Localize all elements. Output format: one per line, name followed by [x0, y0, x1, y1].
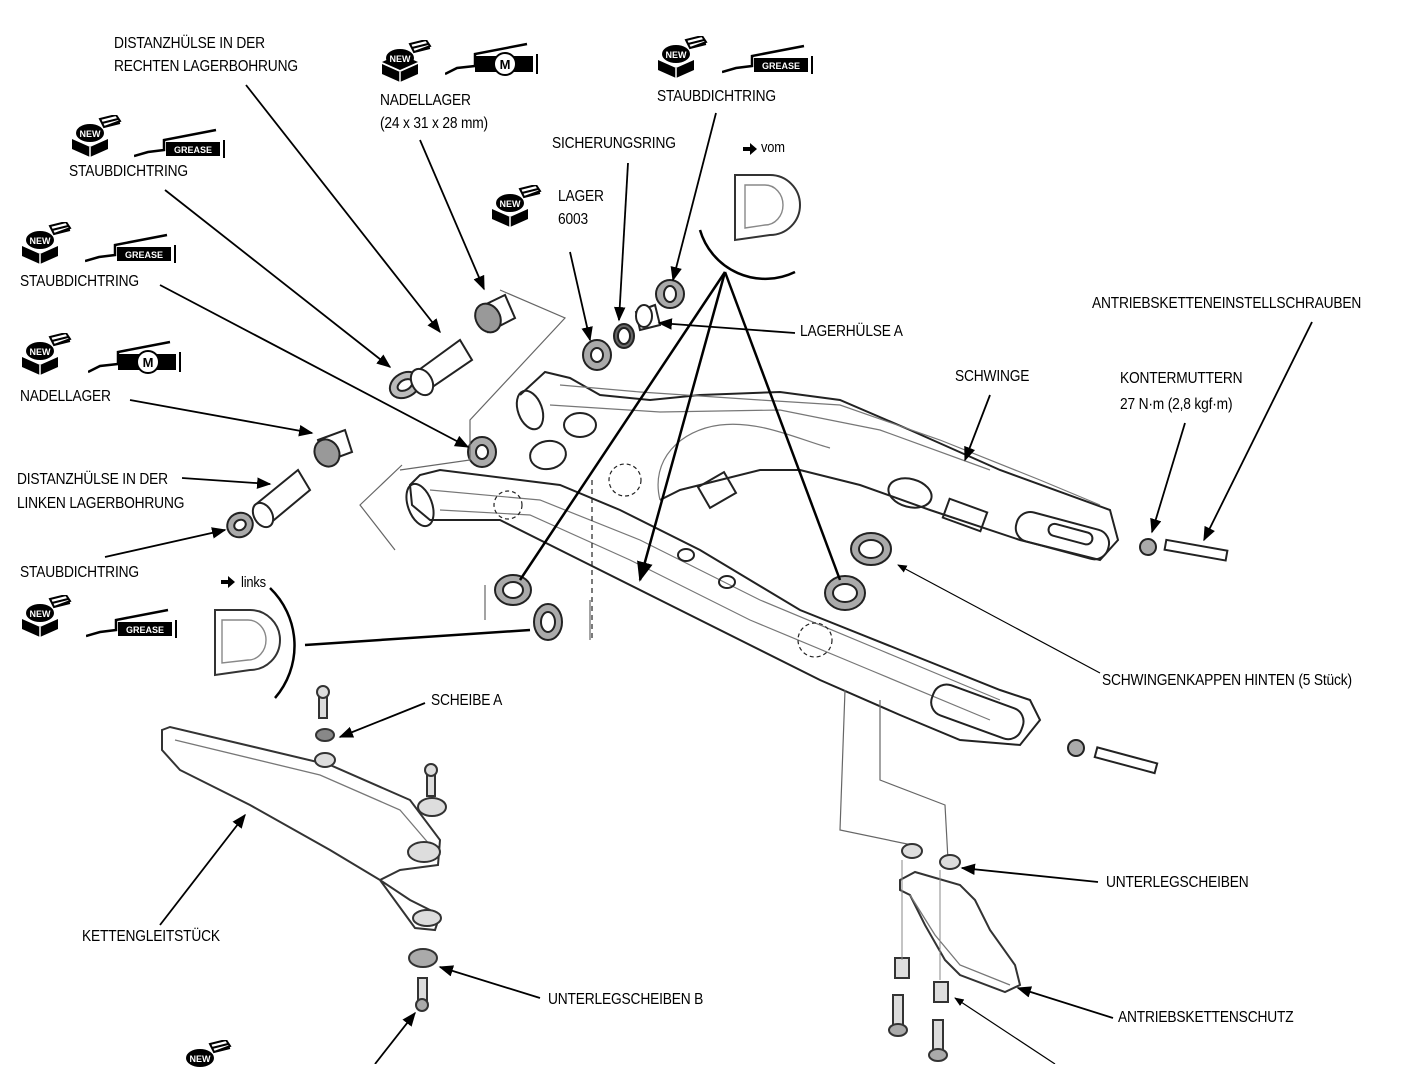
label-schwinge: SCHWINGE [955, 368, 1030, 385]
label-kettengleitstueck: KETTENGLEITSTÜCK [82, 928, 220, 945]
front-arrow-icon [743, 143, 757, 155]
svg-text:M: M [143, 355, 154, 370]
svg-text:GREASE: GREASE [762, 61, 800, 71]
label-distanzhuelse-rechts-line2: RECHTEN LAGERBOHRUNG [114, 58, 298, 75]
new-part-icon: NEW [186, 1040, 232, 1067]
svg-text:NEW: NEW [666, 50, 688, 60]
label-antriebskettenschutz: ANTRIEBSKETTENSCHUTZ [1118, 1009, 1294, 1026]
chain-slider [161, 685, 447, 1012]
parts-right-pivot [226, 279, 1229, 775]
label-lager: LAGER [558, 188, 604, 205]
label-staubdichtring-top-right: STAUBDICHTRING [657, 88, 776, 105]
svg-text:GREASE: GREASE [125, 250, 163, 260]
new-part-icon: NEW [22, 222, 72, 264]
svg-text:NEW: NEW [500, 199, 522, 209]
new-part-icon: NEW [658, 36, 708, 78]
label-antriebsketteneinstellschrauben: ANTRIEBSKETTENEINSTELLSCHRAUBEN [1092, 295, 1362, 312]
moly-paste-icon: M [88, 340, 181, 374]
new-part-icon: NEW [382, 40, 432, 82]
label-staubdichtring-1: STAUBDICHTRING [69, 163, 188, 180]
label-distanzhuelse-rechts-line1: DISTANZHÜLSE IN DER [114, 35, 265, 52]
label-nadellager-left: NADELLAGER [20, 388, 111, 405]
label-nadellager-top-size: (24 x 31 x 28 mm) [380, 115, 488, 132]
svg-text:GREASE: GREASE [126, 625, 164, 635]
new-part-icon: NEW [22, 595, 72, 637]
label-vom: vom [761, 139, 785, 156]
label-links: links [241, 574, 266, 591]
svg-text:NEW: NEW [30, 236, 52, 246]
label-staubdichtring-3: STAUBDICHTRING [20, 564, 139, 581]
svg-text:NEW: NEW [190, 1054, 212, 1064]
label-schwingenkappen-hinten: SCHWINGENKAPPEN HINTEN (5 Stück) [1102, 672, 1352, 689]
svg-text:M: M [500, 57, 511, 72]
label-unterlegscheiben-b: UNTERLEGSCHEIBEN B [548, 991, 704, 1008]
grease-icon: GREASE [86, 608, 177, 638]
label-sicherungsring: SICHERUNGSRING [552, 135, 676, 152]
label-lager-number: 6003 [558, 211, 588, 228]
chain-guard [888, 843, 1022, 1062]
label-staubdichtring-2: STAUBDICHTRING [20, 273, 139, 290]
svg-text:NEW: NEW [30, 609, 52, 619]
svg-text:NEW: NEW [80, 129, 102, 139]
detail-left-inset [214, 587, 296, 699]
label-unterlegscheiben: UNTERLEGSCHEIBEN [1106, 874, 1249, 891]
new-part-icon: NEW [492, 185, 542, 227]
moly-paste-icon: M [445, 42, 538, 76]
label-nadellager-top: NADELLAGER [380, 92, 471, 109]
svg-text:NEW: NEW [390, 54, 412, 64]
label-distanzhuelse-links-line1: DISTANZHÜLSE IN DER [17, 471, 168, 488]
label-lagerhuelse-a: LAGERHÜLSE A [800, 323, 903, 340]
label-kontermuttern-torque: 27 N·m (2,8 kgf·m) [1120, 396, 1233, 413]
label-scheibe-a: SCHEIBE A [431, 692, 503, 709]
guide-lines [359, 289, 949, 861]
callout-lines [104, 84, 1313, 1064]
new-part-icon: NEW [22, 333, 72, 375]
svg-text:GREASE: GREASE [174, 145, 212, 155]
swingarm [405, 370, 1120, 747]
grease-icon: GREASE [134, 128, 225, 158]
left-arrow-icon [221, 576, 235, 588]
grease-icon: GREASE [722, 44, 813, 74]
new-part-icon: NEW [72, 115, 122, 157]
detail-front-inset [698, 174, 801, 281]
grease-icon: GREASE [85, 233, 176, 263]
svg-text:NEW: NEW [30, 347, 52, 357]
label-kontermuttern: KONTERMUTTERN [1120, 370, 1243, 387]
label-distanzhuelse-links-line2: LINKEN LAGERBOHRUNG [17, 495, 185, 512]
